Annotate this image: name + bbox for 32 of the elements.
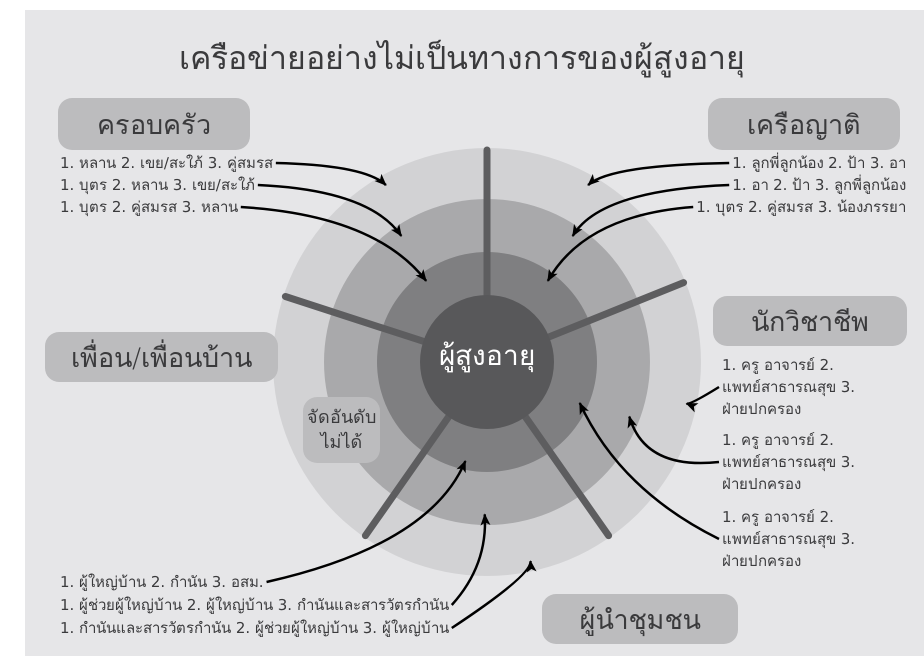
category-box: เพื่อน/เพื่อนบ้าน (45, 332, 278, 382)
arrow (266, 460, 466, 584)
category-box: ครอบครัว (58, 98, 250, 150)
ranking-text: 1. ครู อาจารย์ 2. แพทย์สาธารณสุข 3. ฝ่ายปกครอง (722, 354, 872, 420)
category-box: นักวิชาชีพ (713, 296, 907, 346)
ranking-text: 1. ลูกพี่ลูกน้อง 2. ป้า 3. อา (732, 152, 906, 174)
ranking-text: 1. อา 2. ป้า 3. ลูกพี่ลูกน้อง (732, 174, 906, 196)
note-box: จัดอันดับ ไม่ได้ (303, 397, 380, 463)
center-label: ผู้สูงอายุ (439, 338, 535, 374)
arrow (451, 560, 534, 630)
ranking-text: 1. บุตร 2. หลาน 3. เขย/สะใภ้ (60, 174, 255, 196)
arrow (572, 184, 730, 237)
ranking-text: 1. บุตร 2. คู่สมรส 3. หลาน (60, 196, 238, 218)
ranking-text: 1. หลาน 2. เขย/สะใภ้ 3. คู่สมรส (60, 152, 273, 174)
arrow (450, 513, 490, 606)
arrow (578, 402, 720, 540)
ranking-text: 1. ผู้ช่วยผู้ใหญ่บ้าน 2. ผู้ใหญ่บ้าน 3. กำนันและสารวัตรกำนัน (60, 594, 449, 616)
ranking-text: 1. บุตร 2. คู่สมรส 3. น้องภรรยา (696, 196, 906, 218)
arrow (276, 162, 387, 186)
arrow (240, 206, 428, 282)
ranking-text: 1. ครู อาจารย์ 2. แพทย์สาธารณสุข 3. ฝ่ายปกครอง (722, 506, 872, 572)
ranking-text: 1. ครู อาจารย์ 2. แพทย์สาธารณสุข 3. ฝ่ายปกครอง (722, 429, 872, 495)
title: เครือข่ายอย่างไม่เป็นทางการของผู้สูงอายุ (178, 38, 746, 80)
arrow (686, 386, 720, 410)
ranking-text: 1. กำนันและสารวัตรกำนัน 2. ผู้ช่วยผู้ใหญ่บ้าน 3. ผู้ใหญ่บ้าน (60, 617, 449, 639)
category-box: เครือญาติ (708, 98, 900, 150)
arrow (546, 206, 694, 282)
arrow (587, 162, 730, 186)
arrow (258, 184, 402, 237)
category-box: ผู้นำชุมชน (542, 594, 738, 644)
ranking-text: 1. ผู้ใหญ่บ้าน 2. กำนัน 3. อสม. (60, 571, 264, 593)
arrow (628, 416, 720, 464)
